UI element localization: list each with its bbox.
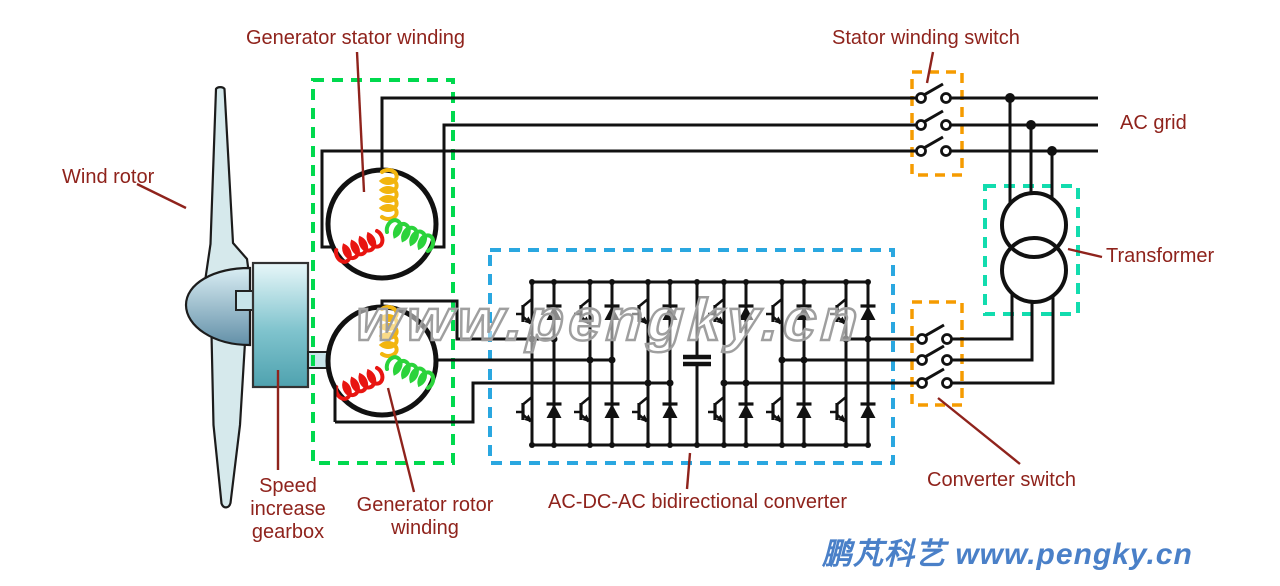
leader-rotor-winding	[386, 387, 416, 493]
label-generator-rotor-winding: Generator rotor winding	[357, 494, 494, 540]
label-generator-stator-winding: Generator stator winding	[246, 27, 466, 49]
transformer-icon	[1000, 191, 1068, 304]
switch-icon	[915, 82, 952, 104]
stator-winding-switch-icon	[915, 82, 952, 157]
leader-converter-switch	[937, 397, 1021, 465]
leader-stator-switch	[925, 51, 935, 84]
gearbox-icon	[251, 261, 310, 389]
generator-dashed-box	[311, 78, 455, 465]
circuit-wires	[320, 96, 1098, 447]
label-generator-rotor-winding-line1: Generator rotor	[356, 494, 494, 516]
label-speed-gearbox-line1: Speed	[259, 475, 317, 497]
label-speed-gearbox-line3: gearbox	[251, 521, 325, 543]
label-speed-gearbox-line2: increase	[250, 498, 326, 520]
leader-lines	[136, 51, 1103, 493]
label-transformer: Transformer	[1106, 245, 1215, 267]
wind-rotor-blades-icon	[204, 86, 251, 509]
watermark-text: www.pengky.cn	[352, 286, 866, 355]
stator-winding-icon	[325, 167, 439, 281]
rotor-winding-icon	[325, 304, 439, 422]
label-stator-winding-switch: Stator winding switch	[832, 27, 1020, 49]
main-shaft	[235, 290, 255, 311]
label-wind-rotor: Wind rotor	[62, 166, 155, 188]
leader-wind-rotor	[136, 182, 187, 210]
leader-converter	[685, 452, 692, 490]
stator-switch-dashed-box	[910, 70, 964, 177]
label-generator-rotor-winding-line2: winding	[391, 517, 459, 539]
site-logo-text: 鹏芃科艺 www.pengky.cn	[822, 538, 1193, 571]
label-converter: AC-DC-AC bidirectional converter	[548, 491, 847, 513]
leader-transformer	[1067, 247, 1103, 259]
label-converter-switch: Converter switch	[927, 469, 1076, 491]
converter-dashed-box	[488, 248, 895, 465]
converter-switch-dashed-box	[910, 300, 964, 407]
rotor-hub-icon	[184, 266, 252, 347]
leader-stator-winding	[355, 51, 366, 193]
junction-dots	[528, 93, 1057, 448]
label-speed-increase-gearbox: Speed increase gearbox	[250, 475, 326, 544]
label-ac-grid: AC grid	[1120, 112, 1187, 134]
converter-switch-icon	[916, 323, 953, 389]
